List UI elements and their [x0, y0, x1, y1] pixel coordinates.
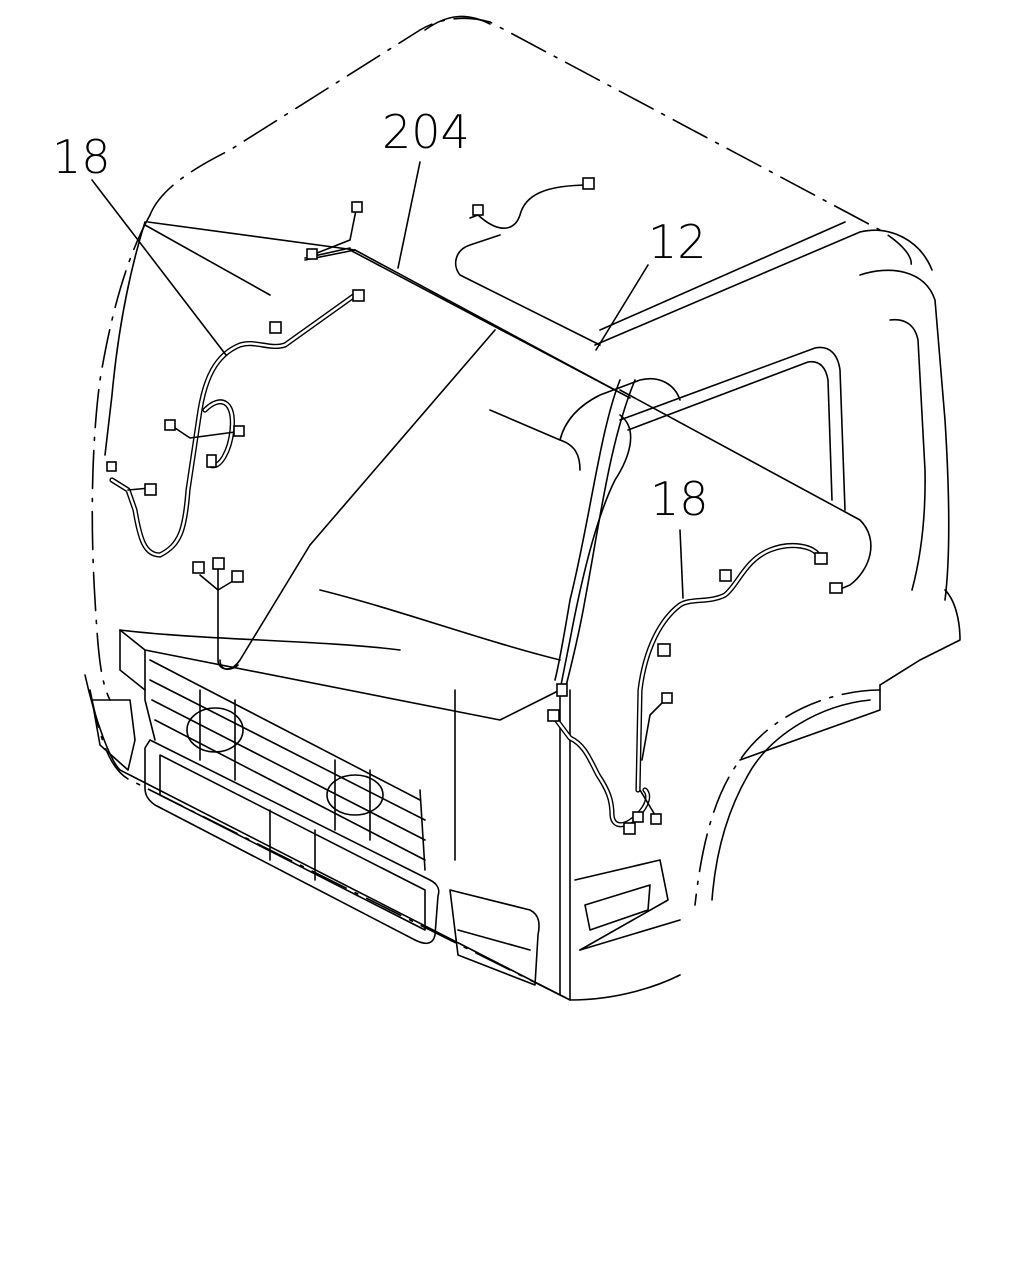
leader-lines [91, 161, 684, 599]
connector-icon [719, 569, 732, 582]
connector-icon [556, 683, 568, 697]
connector-icon [547, 709, 560, 722]
connector-icon [632, 811, 644, 823]
connector-icon [206, 454, 217, 468]
callout-right-18: 18 [650, 472, 709, 526]
leader-line-left-18 [91, 179, 227, 356]
roof-harness-204 [304, 177, 872, 594]
connector-icon [192, 561, 205, 574]
connector-icon [106, 461, 117, 472]
connector-icon [231, 570, 244, 583]
connector-icon [352, 289, 365, 302]
callout-12: 12 [648, 215, 707, 269]
connector-icon [623, 822, 636, 835]
connector-icon [814, 552, 828, 565]
connector-icon [233, 425, 245, 437]
connector-icon [351, 201, 363, 213]
left-harness-18 [106, 289, 365, 670]
connector-icon [472, 204, 484, 216]
leader-line-right-18 [679, 529, 684, 599]
connector-icon [306, 248, 318, 260]
connector-icon [829, 582, 843, 594]
right-harness-18 [547, 414, 828, 835]
connector-icon [661, 692, 673, 704]
cab-outline [84, 15, 961, 1001]
connector-icon [164, 419, 176, 431]
leader-line-204 [397, 161, 421, 269]
connector-icon [650, 813, 662, 825]
connector-icon [657, 643, 671, 657]
leader-line-12 [595, 264, 649, 351]
callout-204: 204 [382, 105, 470, 159]
callout-left-18: 18 [52, 130, 111, 184]
hood-and-grille [119, 249, 561, 945]
connector-icon [212, 557, 225, 570]
connector-icon [269, 321, 282, 334]
connector-icon [582, 177, 595, 190]
connector-icon [144, 483, 157, 496]
